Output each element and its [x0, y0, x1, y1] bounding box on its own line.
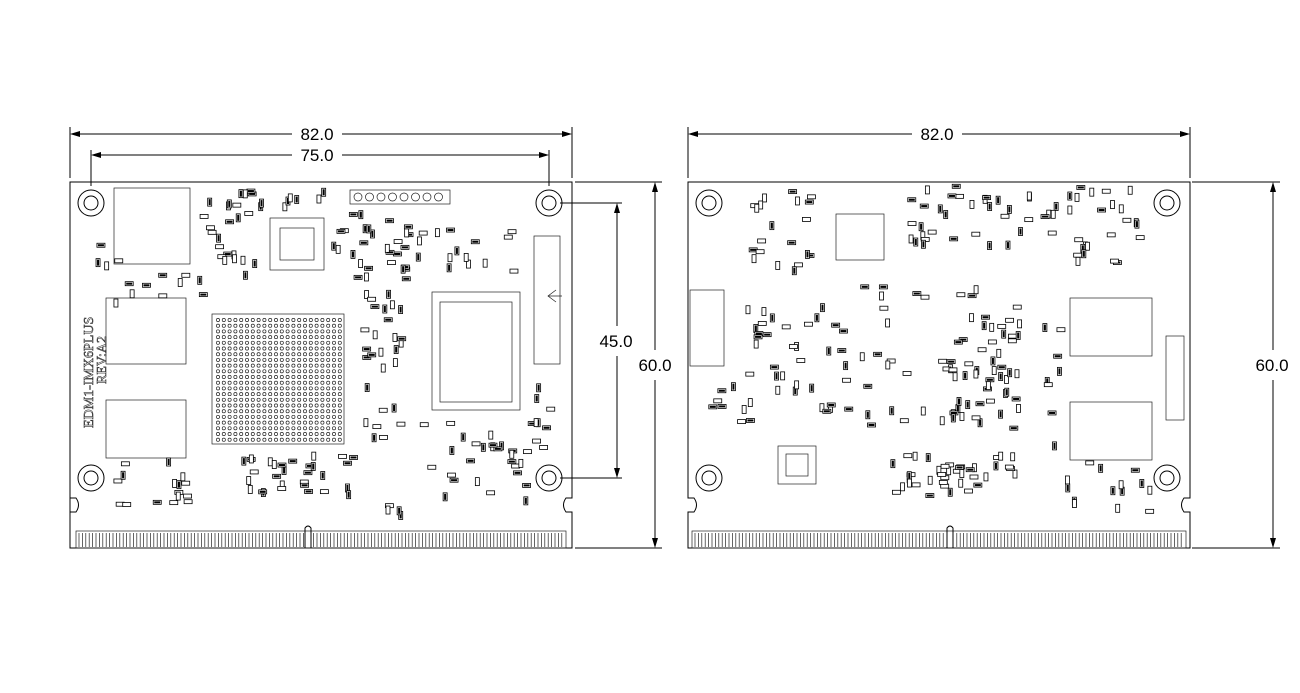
- front-mounting-hole-bottom-left: [77, 464, 105, 492]
- front-hole-spacing-height-dimension: 45.0: [560, 202, 633, 479]
- front-qfp-chip: [269, 217, 325, 271]
- back-mounting-hole-top-left: [695, 189, 723, 217]
- front-board-outline: [69, 181, 573, 549]
- front-silkscreen: EDM1-IMX6PLUS REV:A2: [82, 316, 111, 428]
- front-hole-spacing-width-dimension: 75.0: [90, 146, 550, 186]
- front-cpu-bga: [211, 313, 345, 445]
- front-mounting-hole-top-left: [77, 189, 105, 217]
- front-header-row: [349, 189, 451, 205]
- back-shield-right: [1165, 335, 1185, 421]
- back-ram-chip-bottom: [1069, 401, 1153, 461]
- back-mounting-hole-top-right: [1153, 189, 1181, 217]
- front-mounting-hole-bottom-right: [535, 464, 563, 492]
- front-mounting-hole-top-right: [535, 189, 563, 217]
- front-cpu-bga-balls: [216, 318, 342, 442]
- front-height-label: 60.0: [638, 356, 671, 375]
- front-silkscreen-revision: REV:A2: [95, 336, 110, 384]
- back-qfn-chip: [777, 445, 817, 485]
- front-hole-spacing-width-label: 75.0: [300, 146, 333, 165]
- front-edge-connector: [75, 525, 567, 549]
- front-wifi-module: [113, 187, 191, 265]
- back-height-dimension: 60.0: [1192, 181, 1289, 549]
- front-fpc-connector: [533, 235, 561, 365]
- back-board-outline: [687, 181, 1191, 549]
- front-hole-spacing-height-label: 45.0: [599, 332, 632, 351]
- front-qfp-core: [279, 227, 315, 261]
- back-qfn-core: [785, 453, 809, 477]
- front-emmc-core: [439, 301, 513, 403]
- back-width-dimension: 82.0: [687, 125, 1191, 178]
- front-ram-chip-bottom: [105, 399, 187, 459]
- back-shield-left: [689, 289, 725, 367]
- front-width-dimension: 82.0: [69, 125, 573, 178]
- back-width-label: 82.0: [920, 125, 953, 144]
- back-sim-footprint: [835, 213, 885, 261]
- back-mounting-hole-bottom-left: [695, 464, 723, 492]
- front-ram-chip-top: [105, 297, 187, 365]
- front-height-dimension: 60.0: [575, 181, 672, 549]
- front-passive-components: [95, 187, 556, 520]
- back-passive-components: [708, 183, 1155, 514]
- back-mounting-hole-bottom-right: [1153, 464, 1181, 492]
- back-edge-connector: [691, 525, 1187, 549]
- front-header-pins: [353, 192, 443, 202]
- back-view: 82.0 60.0: [687, 125, 1289, 549]
- front-emmc-chip: [431, 291, 521, 411]
- back-height-label: 60.0: [1255, 356, 1288, 375]
- front-silkscreen-model: EDM1-IMX6PLUS: [82, 317, 97, 428]
- back-ram-chip-top: [1069, 297, 1153, 357]
- front-view: 82.0 75.0 45.0: [69, 125, 672, 549]
- front-width-label: 82.0: [300, 125, 333, 144]
